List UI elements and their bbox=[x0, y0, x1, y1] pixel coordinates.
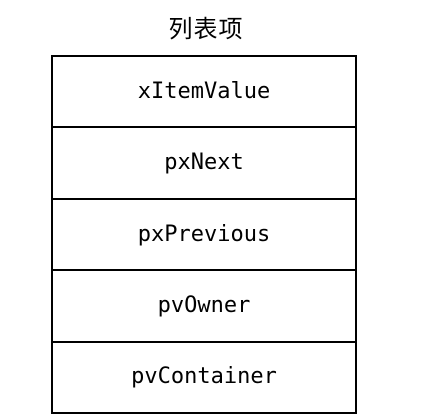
field-label: pxPrevious bbox=[137, 221, 271, 247]
field-label: pvOwner bbox=[157, 292, 251, 318]
field-label: xItemValue bbox=[137, 78, 271, 104]
diagram-title: 列表项 bbox=[168, 15, 244, 43]
list-item-struct-box: xItemValue pxNext pxPrevious pvOwner pvC… bbox=[51, 55, 357, 414]
field-row-xitemvalue: xItemValue bbox=[53, 57, 355, 129]
field-row-pvcontainer: pvContainer bbox=[53, 343, 355, 412]
field-row-pxnext: pxNext bbox=[53, 128, 355, 200]
field-label: pxNext bbox=[164, 150, 244, 176]
field-row-pxprevious: pxPrevious bbox=[53, 200, 355, 272]
field-label: pvContainer bbox=[131, 364, 277, 390]
field-row-pvowner: pvOwner bbox=[53, 271, 355, 343]
